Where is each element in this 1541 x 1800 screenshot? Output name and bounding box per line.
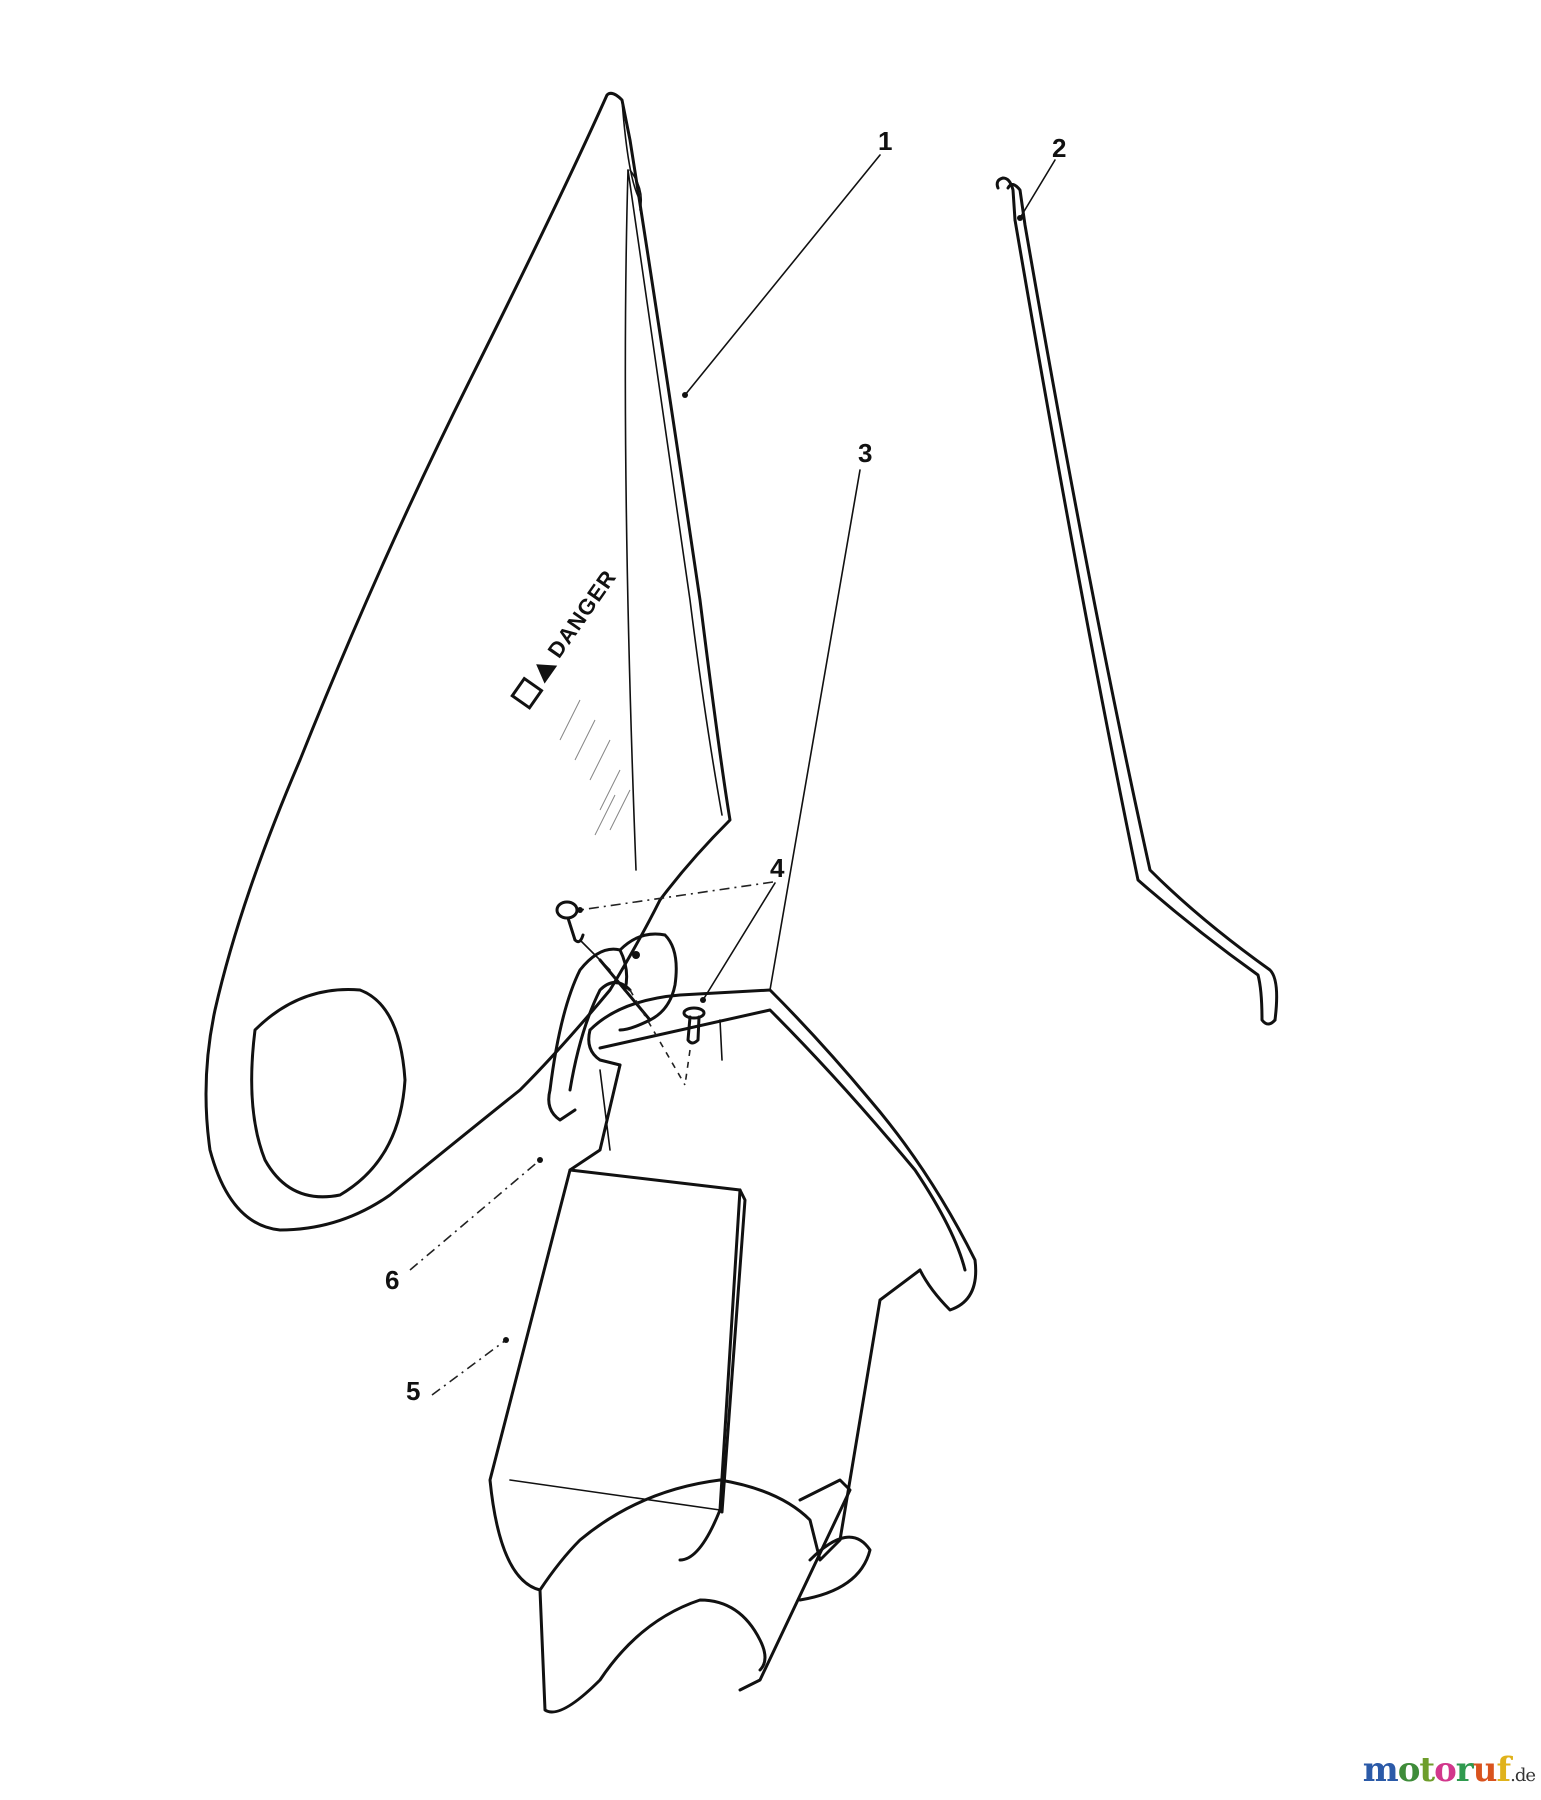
chute-body-part-5 (488, 1063, 922, 1714)
leader-lines (409, 154, 1056, 1396)
watermark-letter: m (1362, 1750, 1399, 1790)
callout-2: 2 (1052, 133, 1067, 163)
watermark-letter: t (1419, 1750, 1435, 1790)
watermark-text: motoruf (1362, 1750, 1511, 1790)
watermark-letter: o (1397, 1750, 1421, 1790)
watermark-letter: u (1472, 1750, 1498, 1790)
chute-frame-part-3 (587, 988, 978, 1312)
callout-5: 5 (406, 1376, 421, 1406)
callout-1: 1 (878, 126, 893, 156)
grass-bag-part-1 (204, 91, 732, 1232)
callout-6: 6 (385, 1265, 400, 1295)
watermark-letter: r (1455, 1750, 1474, 1790)
watermark-logo: motoruf.de (1362, 1750, 1536, 1790)
support-rod-part-2 (995, 176, 1279, 1026)
screw-part-4 (555, 900, 706, 1045)
bracket-part-6 (547, 932, 678, 1122)
watermark-letter: f (1496, 1750, 1511, 1790)
callout-3: 3 (858, 438, 873, 468)
callout-4: 4 (770, 853, 785, 883)
watermark-suffix: .de (1510, 1765, 1536, 1786)
watermark-letter: o (1434, 1750, 1457, 1790)
